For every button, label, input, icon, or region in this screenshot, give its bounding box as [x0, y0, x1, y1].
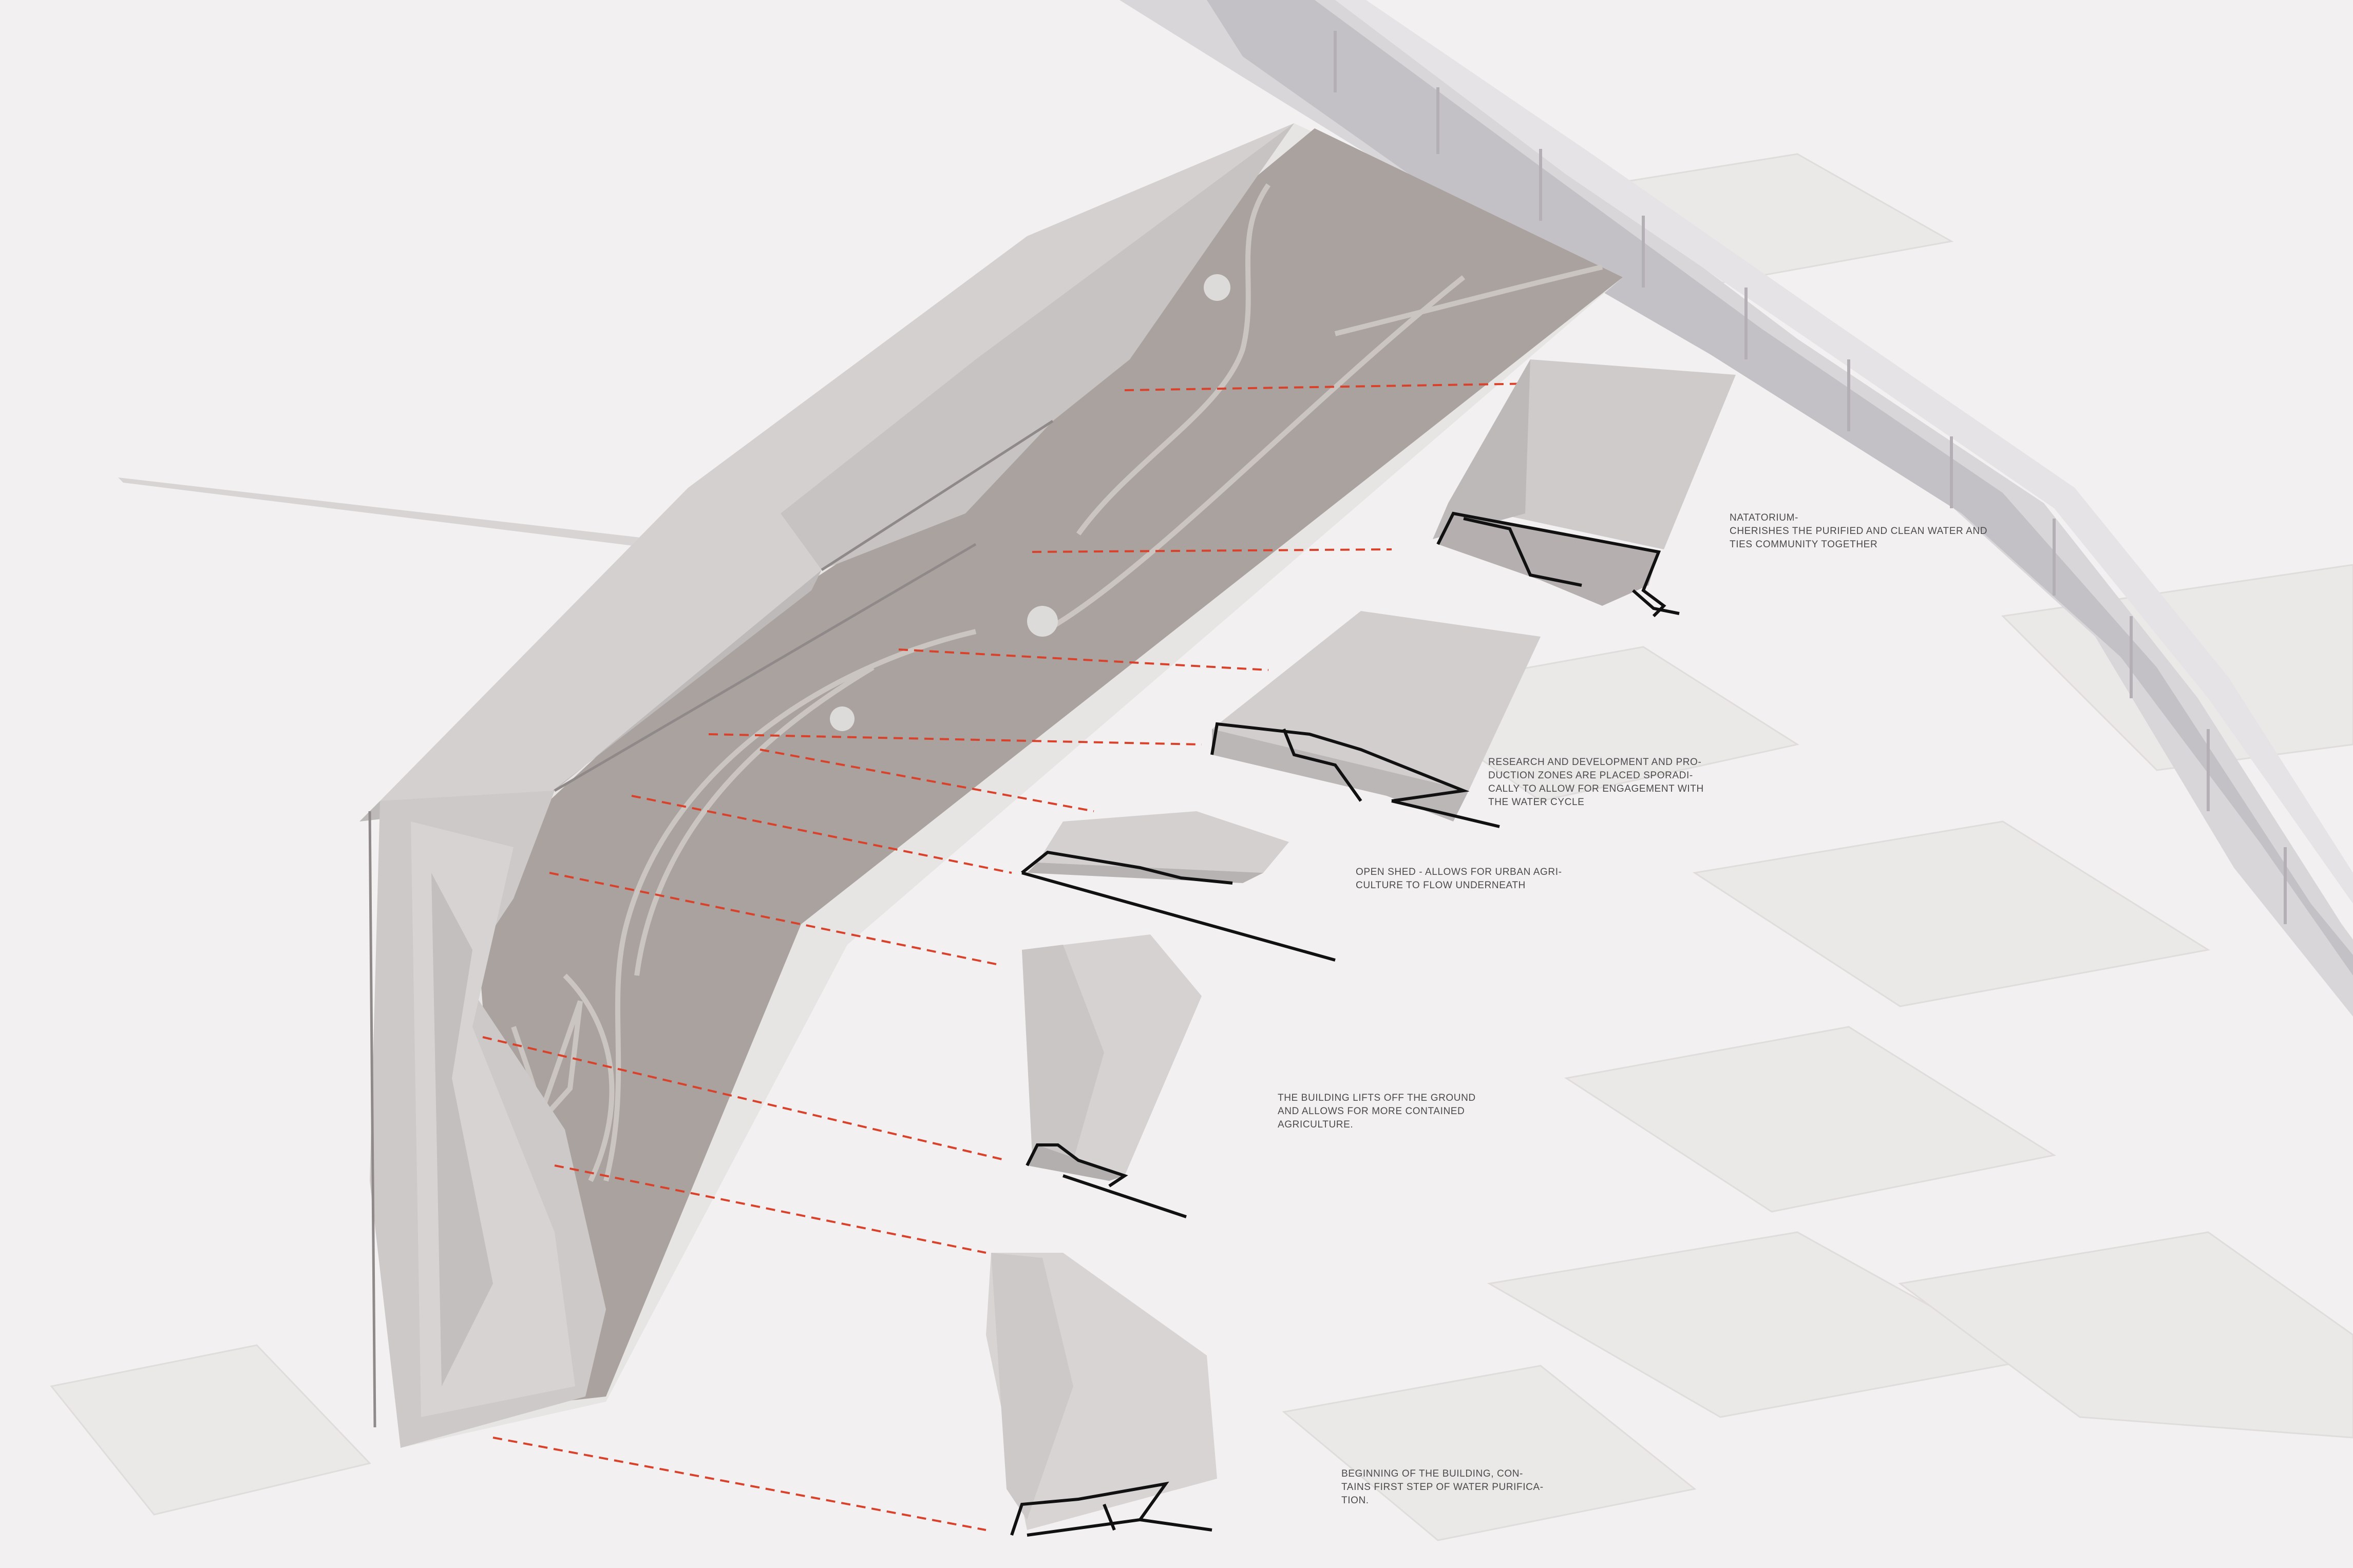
annotation-beginning: BEGINNING OF THE BUILDING, CON- TAINS FI… — [1341, 1468, 1544, 1506]
module-natatorium — [1433, 359, 1736, 618]
roof-edge-fins — [368, 419, 1054, 1428]
module-open-shed — [1021, 811, 1336, 962]
module-beginning — [986, 1253, 1217, 1537]
main-roof — [359, 123, 1294, 1448]
annotation-natatorium: NATATORIUM- CHERISHES THE PURIFIED AND C… — [1730, 512, 1988, 550]
annotation-open-shed: OPEN SHED - ALLOWS FOR URBAN AGRI- CULTU… — [1356, 867, 1562, 891]
module-research — [1210, 611, 1541, 828]
courtyard — [472, 128, 1623, 1407]
annotation-lift: THE BUILDING LIFTS OFF THE GROUND AND AL… — [1278, 1093, 1476, 1130]
courtyard-trees — [830, 274, 1230, 731]
site-shadow — [118, 477, 704, 554]
module-lifted — [1022, 934, 1202, 1218]
annotation-research: RESEARCH AND DEVELOPMENT AND PRO- DUCTIO… — [1488, 757, 1704, 808]
elevated-bridge — [1119, 0, 2353, 1017]
courtyard-paths — [511, 183, 1603, 1244]
